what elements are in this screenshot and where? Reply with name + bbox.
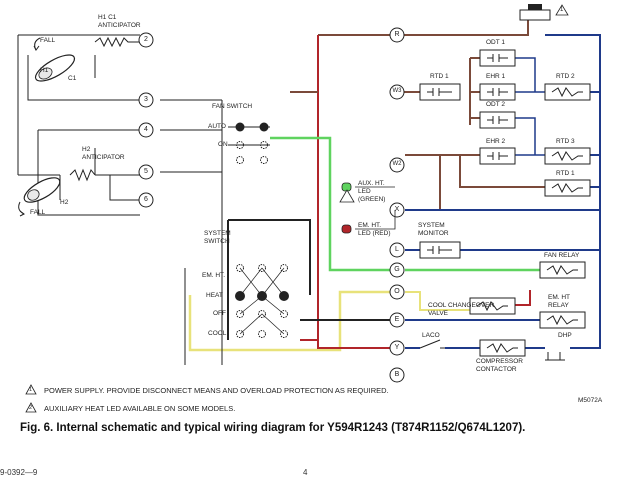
label-ehr1: EHR 1: [486, 73, 506, 80]
label-system-switch: SYSTEM SWITCH: [204, 230, 231, 245]
label-aux-ht-led: AUX. HT. LED (GREEN): [358, 180, 386, 203]
right-terminals: [389, 27, 405, 383]
label-fall-bottom: FALL: [30, 209, 46, 216]
mercury-switch-h2: [23, 177, 61, 203]
terminal-o: O: [394, 288, 400, 295]
label-ehr2: EHR 2: [486, 138, 506, 145]
label-off: OFF: [213, 310, 226, 317]
footer-doc-number: 9-0392—9: [0, 468, 38, 477]
terminal-b: B: [394, 371, 400, 378]
label-heat: HEAT: [206, 292, 223, 299]
diagram-code: M5072A: [578, 397, 603, 404]
label-h2: H2: [60, 199, 69, 206]
terminal-r: R: [394, 31, 400, 38]
terminal-5: 5: [144, 168, 148, 175]
label-on: ON: [218, 141, 228, 148]
terminal-y: Y: [394, 344, 400, 351]
label-system-monitor: SYSTEM MONITOR: [418, 222, 449, 237]
label-c1: C1: [68, 75, 77, 82]
label-h1: H1: [40, 67, 49, 74]
footer-page-number: 4: [303, 468, 308, 477]
label-em-ht: EM. HT.: [202, 272, 226, 279]
label-rtd1: RTD 1: [430, 73, 449, 80]
terminal-w2: W2: [392, 161, 402, 167]
label-dhp: DHP: [558, 332, 572, 339]
label-fan-switch: FAN SWITCH: [212, 103, 253, 110]
mercury-switch-h1: [34, 54, 76, 82]
figure-caption: Fig. 6. Internal schematic and typical w…: [20, 422, 526, 434]
note-2-triangle: [25, 402, 37, 413]
note-2-number: 2: [29, 405, 33, 411]
label-rtd3: RTD 3: [556, 138, 575, 145]
terminal-l: L: [395, 246, 399, 253]
label-em-ht-led: EM. HT. LED (RED): [358, 222, 391, 237]
note-1-number: 1: [29, 387, 33, 393]
note-2-text: AUXILIARY HEAT LED AVAILABLE ON SOME MOD…: [44, 404, 236, 413]
system-switch: [235, 264, 289, 338]
em-ht-led: [341, 224, 352, 234]
fan-switch: [228, 122, 270, 164]
label-laco: LACO: [422, 332, 440, 339]
label-cool: COOL: [208, 330, 227, 337]
terminal-3: 3: [144, 96, 148, 103]
anticipator-h2: [69, 168, 96, 182]
label-odt1: ODT 1: [486, 39, 506, 46]
label-fan-relay: FAN RELAY: [544, 252, 580, 259]
label-rtd1b: RTD 1: [556, 170, 575, 177]
label-fall-top: FALL: [40, 37, 56, 44]
terminal-w3: W3: [392, 88, 402, 94]
label-cool-changeover: COOL CHANGEOVER VALVE: [428, 302, 495, 317]
label-odt2: ODT 2: [486, 101, 506, 108]
terminal-e: E: [394, 316, 400, 323]
common-wire: [545, 34, 601, 349]
anticipator-h1c1: [94, 36, 140, 48]
r-wire: [318, 18, 529, 36]
dhp-contact: [545, 352, 565, 361]
label-h2-anticipator: H2 ANTICIPATOR: [82, 146, 125, 161]
laco-switch: [419, 339, 445, 349]
note-2-mark: [339, 189, 355, 203]
terminal-2: 2: [144, 36, 148, 43]
power-mark-number: 1: [560, 7, 564, 13]
label-rtd2: RTD 2: [556, 73, 575, 80]
aux-ht-led: [341, 182, 352, 192]
label-em-ht-relay: EM. HT RELAY: [548, 294, 571, 309]
left-terminals: [138, 32, 154, 208]
power-supply-symbol: [519, 4, 569, 21]
label-compressor-contactor: COMPRESSOR CONTACTOR: [476, 358, 523, 373]
label-h1c1-anticipator: H1 C1 ANTICIPATOR: [98, 14, 141, 29]
terminal-x: X: [394, 206, 400, 213]
note-1-text: POWER SUPPLY. PROVIDE DISCONNECT MEANS A…: [44, 386, 389, 395]
terminal-4: 4: [144, 126, 148, 133]
terminal-6: 6: [144, 196, 148, 203]
terminal-g: G: [394, 266, 400, 273]
note-1-triangle: [25, 384, 37, 395]
label-auto: AUTO: [208, 123, 226, 130]
